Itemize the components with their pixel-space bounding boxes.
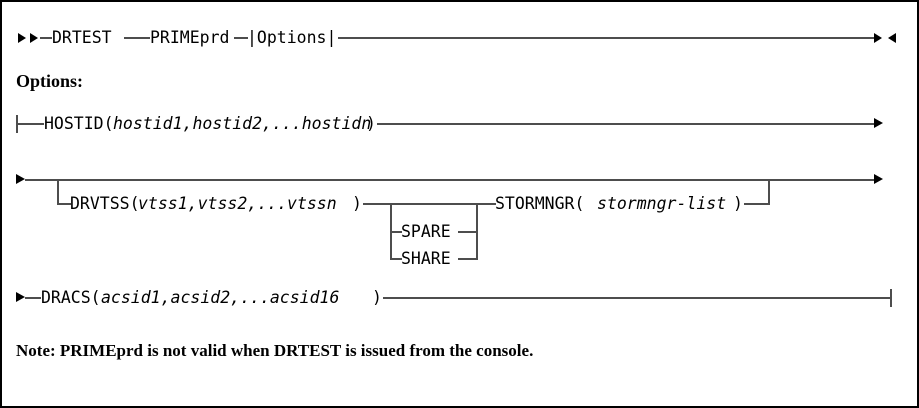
keyword-primeprd: PRIMEprd xyxy=(150,28,230,47)
drvtss-branch-elbow xyxy=(57,203,71,205)
hostid-close-paren: ) xyxy=(366,114,376,133)
share-right-connector xyxy=(458,258,478,260)
stormngr-rejoin-up xyxy=(768,179,770,205)
drvtss-end-arrow-icon xyxy=(874,174,883,184)
keyword-drtest: DRTEST xyxy=(52,28,112,47)
alternative-spare: SPARE xyxy=(401,222,451,241)
hostid-line-seg-2 xyxy=(377,123,875,125)
alternative-share: SHARE xyxy=(401,249,451,268)
main-line-seg-1 xyxy=(40,37,52,39)
fragment-ref-options: |Options| xyxy=(247,28,337,47)
dracs-close-paren: ) xyxy=(372,288,382,307)
share-left-connector xyxy=(390,258,402,260)
variable-hostid-list: hostid1,hostid2,...hostidn xyxy=(113,114,372,133)
keyword-dracs: DRACS( xyxy=(41,288,101,307)
end-arrow-left-icon xyxy=(888,33,896,43)
main-line-seg-3 xyxy=(234,37,248,39)
hostid-end-arrow-icon xyxy=(874,118,883,128)
keyword-hostid: HOSTID( xyxy=(44,114,114,133)
dracs-start-arrow-icon xyxy=(16,292,25,302)
hostid-line-seg-1 xyxy=(16,123,44,125)
main-line-seg-4 xyxy=(338,37,876,39)
variable-drvtss-list: vtss1,vtss2,...vtssn xyxy=(138,194,337,213)
variable-dracs-list: acsid1,acsid2,...acsid16 xyxy=(101,288,340,307)
options-heading: Options: xyxy=(16,71,84,91)
dracs-line-seg-2 xyxy=(383,297,892,299)
dracs-end-bar-icon xyxy=(890,289,892,307)
drvtss-to-alts-line xyxy=(363,203,478,205)
dracs-line-seg-1 xyxy=(25,297,41,299)
end-arrow-right-icon xyxy=(874,33,882,43)
spare-right-connector xyxy=(458,231,478,233)
drvtss-start-arrow-icon xyxy=(16,174,25,184)
keyword-drvtss: DRVTSS( xyxy=(70,194,140,213)
diagram-note: Note: PRIMEprd is not valid when DRTEST … xyxy=(16,341,534,360)
start-arrow-1-icon xyxy=(18,33,26,43)
drvtss-branch-down xyxy=(57,179,59,205)
drvtss-close-paren: ) xyxy=(352,194,362,213)
keyword-stormngr: STORMNGR( xyxy=(495,194,585,213)
alts-to-stormngr-line xyxy=(476,203,496,205)
variable-stormngr-list: stormngr-list xyxy=(597,194,727,213)
stormngr-rejoin-line xyxy=(744,203,770,205)
stormngr-close-paren: ) xyxy=(733,194,743,213)
drvtss-bypass-line xyxy=(25,179,876,181)
start-arrow-2-icon xyxy=(30,33,38,43)
main-line-seg-2 xyxy=(124,37,150,39)
spare-left-connector xyxy=(390,231,402,233)
